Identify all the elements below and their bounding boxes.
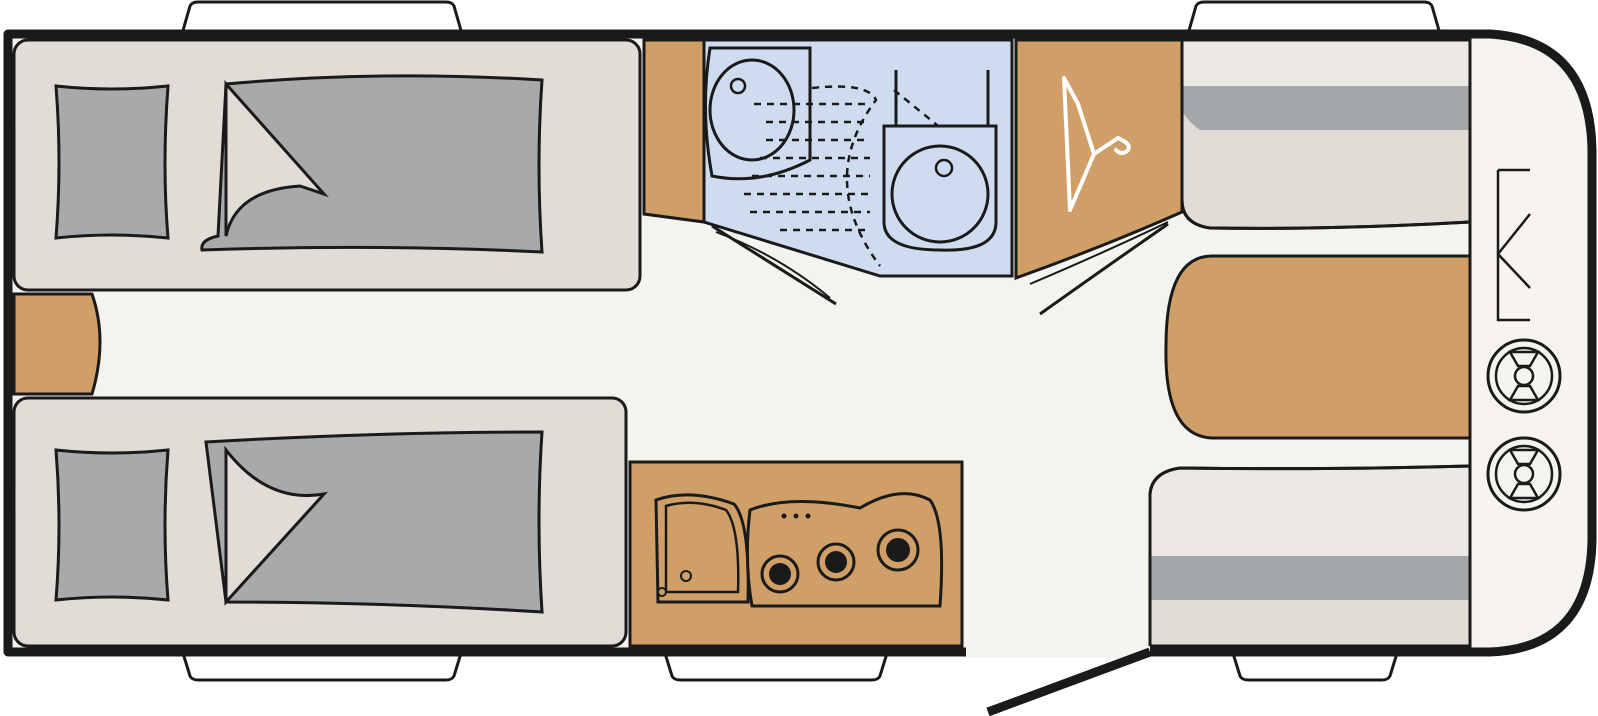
wardrobe-cabinet bbox=[1014, 38, 1184, 281]
burner-icon bbox=[816, 542, 856, 582]
dinette-table bbox=[1164, 254, 1472, 440]
windows bbox=[179, 0, 1442, 682]
toilet-bowl bbox=[708, 58, 796, 162]
bedside-table bbox=[12, 292, 102, 396]
washroom bbox=[642, 38, 1014, 306]
entrance-door-icon bbox=[986, 647, 1152, 716]
wardrobe bbox=[1014, 38, 1184, 316]
sink-icon bbox=[654, 493, 750, 604]
gas-bottle-icon bbox=[1486, 436, 1562, 512]
window-top-left bbox=[180, 0, 464, 36]
bench-backrest-stripe bbox=[1182, 86, 1470, 130]
front-locker-icon bbox=[1496, 168, 1531, 322]
window-bottom-middle bbox=[661, 648, 891, 682]
blanket-fold-icon bbox=[224, 80, 329, 237]
single-bed-top bbox=[12, 38, 642, 292]
window-top-right bbox=[1186, 0, 1442, 36]
blanket-fold-icon bbox=[224, 445, 329, 606]
blanket-icon bbox=[200, 74, 544, 254]
blanket-icon bbox=[204, 430, 544, 614]
kitchen bbox=[628, 460, 964, 648]
gas-bottle-icon bbox=[1486, 338, 1562, 414]
burner-icon bbox=[876, 528, 920, 572]
pillow-icon bbox=[54, 84, 170, 240]
window-bottom-left bbox=[179, 648, 465, 682]
pillow-icon bbox=[54, 448, 170, 602]
bench-backrest-stripe bbox=[1150, 556, 1470, 600]
burner-icon bbox=[760, 554, 800, 594]
dinette bbox=[1148, 38, 1472, 648]
entrance-door-gap bbox=[966, 646, 1150, 658]
hanger-icon bbox=[1062, 76, 1131, 212]
wardrobe-door-swing bbox=[1039, 222, 1169, 316]
washroom-cabinet bbox=[642, 38, 706, 224]
window-bottom-right bbox=[1229, 648, 1401, 682]
single-bed-bottom bbox=[12, 396, 628, 648]
